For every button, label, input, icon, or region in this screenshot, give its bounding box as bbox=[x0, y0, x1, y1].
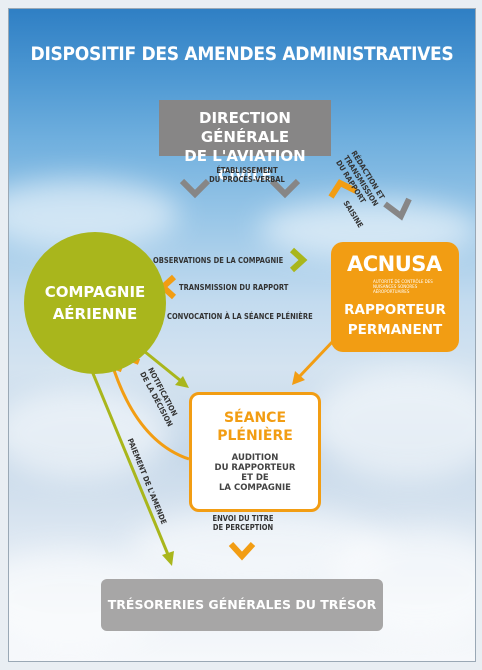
dgac-label-line1: DIRECTION GÉNÉRALE bbox=[199, 109, 291, 146]
envoi-line2: DE PERCEPTION bbox=[212, 523, 274, 532]
chevron-down-icon bbox=[383, 197, 412, 221]
acnusa-logo-subtitle: AUTORITÉ DE CONTRÔLE DES NUISANCES SONOR… bbox=[373, 279, 433, 294]
chevron-right-icon bbox=[289, 247, 308, 273]
arrow-head-icon bbox=[175, 376, 189, 388]
rapporteur-label-line2: PERMANENT bbox=[347, 322, 443, 338]
seance-label-line2: PLÉNIÈRE bbox=[217, 428, 293, 444]
dgac-label-line2: DE L'AVIATION CIVILE bbox=[184, 147, 306, 184]
chevron-down-icon bbox=[228, 541, 256, 561]
arrow-line bbox=[138, 345, 182, 383]
seance-label-line1: SÉANCE bbox=[223, 410, 287, 426]
arrow-line bbox=[85, 358, 171, 558]
compagnie-label-line2: AÉRIENNE bbox=[52, 305, 138, 323]
etablissement-line1: ÉTABLISSEMENT bbox=[216, 166, 278, 175]
arrow-head-icon bbox=[162, 551, 174, 566]
transmission-label: TRANSMISSION DU RAPPORT bbox=[179, 283, 289, 292]
compagnie-label-line1: COMPAGNIE bbox=[44, 283, 146, 301]
chevron-down-icon bbox=[269, 178, 301, 199]
acnusa-logo-letters: ACNUSA bbox=[347, 252, 442, 276]
arrow-line bbox=[297, 337, 337, 379]
seance-sub-line4: LA COMPAGNIE bbox=[219, 483, 291, 493]
etablissement-label: ÉTABLISSEMENT DU PROCÈS-VERBAL bbox=[205, 166, 289, 184]
etablissement-line2: DU PROCÈS-VERBAL bbox=[209, 175, 285, 184]
acnusa-logo: ACNUSA AUTORITÉ DE CONTRÔLE DES NUISANCE… bbox=[347, 252, 451, 294]
rapporteur-label-line1: RAPPORTEUR bbox=[344, 302, 446, 318]
envoi-line1: ENVOI DU TITRE bbox=[212, 514, 274, 523]
rapporteur-box: ACNUSA AUTORITÉ DE CONTRÔLE DES NUISANCE… bbox=[331, 242, 459, 352]
dgac-box: DIRECTION GÉNÉRALE DE L'AVIATION CIVILE bbox=[159, 100, 331, 184]
poster-frame: DISPOSITIF DES AMENDES ADMINISTRATIVES D… bbox=[8, 8, 476, 662]
seance-sub-line3: ET DE bbox=[241, 473, 269, 483]
convocation-label: CONVOCATION À LA SÉANCE PLÉNIÈRE bbox=[167, 312, 313, 321]
arrow-head-icon bbox=[292, 371, 305, 385]
seance-sub-line2: DU RAPPORTEUR bbox=[214, 463, 296, 473]
chevron-down-icon bbox=[179, 178, 211, 199]
observations-label: OBSERVATIONS DE LA COMPAGNIE bbox=[153, 256, 284, 265]
compagnie-circle: COMPAGNIE AÉRIENNE bbox=[24, 232, 166, 374]
envoi-label: ENVOI DU TITRE DE PERCEPTION bbox=[209, 514, 277, 532]
chevron-up-icon bbox=[328, 179, 358, 199]
seance-sub-line1: AUDITION bbox=[231, 453, 279, 463]
page-title: DISPOSITIF DES AMENDES ADMINISTRATIVES bbox=[30, 43, 454, 65]
seance-box: SÉANCE PLÉNIÈRE AUDITION DU RAPPORTEUR E… bbox=[189, 392, 321, 512]
tresor-box: TRÉSORERIES GÉNÉRALES DU TRÉSOR bbox=[101, 579, 383, 631]
